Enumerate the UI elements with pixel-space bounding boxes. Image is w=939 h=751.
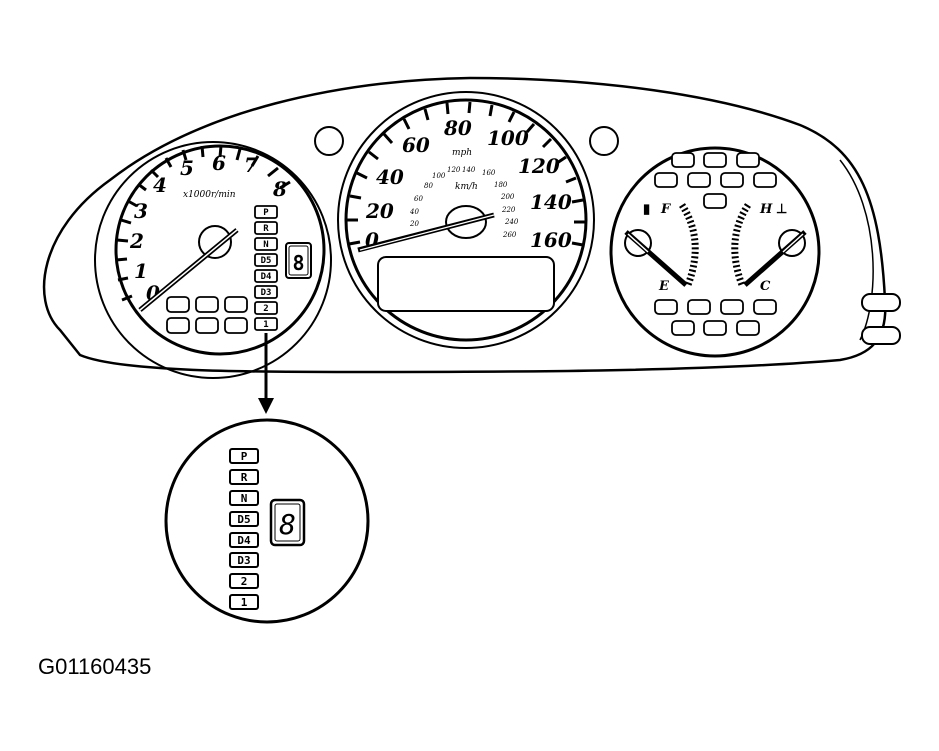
svg-text:60: 60	[414, 195, 423, 203]
svg-text:40: 40	[409, 208, 419, 216]
trip-button-top	[861, 293, 901, 312]
mph-numeral-80: 80	[443, 116, 472, 140]
svg-text:260: 260	[502, 231, 517, 239]
gear-d4: D4	[261, 272, 272, 282]
svg-text:120: 120	[447, 166, 461, 174]
gear-digit-display: 8	[292, 251, 304, 275]
fuel-temp-warning-lamps	[654, 152, 777, 336]
svg-text:80: 80	[424, 182, 433, 190]
svg-text:180: 180	[494, 181, 508, 189]
tach-numeral-8: 8	[272, 177, 287, 201]
kmh-scale: 20 40 60 80 100 120 140 160 180 200 220 …	[409, 166, 519, 239]
detail-gear-1: 1	[241, 596, 248, 609]
coolant-temp-icon: ⊥	[776, 201, 787, 216]
svg-text:20: 20	[409, 220, 419, 228]
temp-cold-label: C	[760, 279, 771, 294]
cluster-housing	[42, 76, 887, 374]
fuel-full-label: F	[660, 202, 671, 217]
mph-numeral-20: 20	[365, 199, 394, 223]
fuel-temp-gauges: ▮ F E H ⊥ C	[609, 146, 821, 358]
detail-gear-d4: D4	[237, 534, 251, 547]
tach-numeral-6: 6	[212, 151, 226, 175]
gear-indicator: P R N D5 D4 D3 2 1 8	[254, 205, 312, 331]
svg-text:220: 220	[501, 206, 516, 214]
gear-d5: D5	[261, 256, 272, 266]
kmh-label: km/h	[455, 182, 478, 192]
svg-text:100: 100	[432, 172, 446, 180]
mph-label: mph	[452, 148, 472, 158]
odometer-display	[377, 256, 555, 312]
detail-gear-p: P	[241, 450, 248, 463]
gear-d3: D3	[261, 288, 272, 298]
mph-numeral-40: 40	[376, 165, 404, 189]
right-knob	[589, 126, 619, 156]
tach-numeral-3: 3	[134, 199, 148, 223]
temp-hot-label: H	[759, 202, 773, 217]
fuel-pump-icon: ▮	[643, 201, 650, 216]
tach-numeral-1: 1	[134, 259, 148, 283]
mph-numeral-120: 120	[518, 154, 560, 178]
tach-numeral-7: 7	[244, 153, 258, 177]
gear-n: N	[263, 240, 268, 250]
detail-gear-r: R	[241, 471, 248, 484]
svg-text:140: 140	[462, 166, 476, 174]
detail-gear-2: 2	[241, 575, 248, 588]
mph-numeral-60: 60	[402, 133, 430, 157]
svg-text:160: 160	[482, 169, 496, 177]
fuel-empty-label: E	[658, 279, 670, 294]
mph-numeral-100: 100	[487, 126, 529, 150]
gear-r: R	[263, 224, 269, 234]
detail-gear-n: N	[241, 492, 248, 505]
gear-p: P	[263, 208, 269, 218]
detail-digit-display: 8	[279, 508, 296, 541]
mph-numeral-140: 140	[530, 190, 572, 214]
speedometer: 0 20 40 60 80 100 120 140 160 mph km/h 2…	[337, 91, 595, 349]
left-knob	[314, 126, 344, 156]
gear-indicator-detail-view: P R N D5 D4 D3 2 1 8	[164, 418, 370, 624]
detail-gear-d3: D3	[237, 554, 250, 567]
tach-numeral-4: 4	[153, 173, 167, 197]
figure-caption-id: G01160435	[38, 654, 152, 679]
detail-gear-d5: D5	[237, 513, 250, 526]
gear-1: 1	[263, 320, 268, 330]
tach-numeral-2: 2	[129, 229, 144, 253]
tach-warning-lamps	[166, 296, 248, 334]
callout-arrow-head	[258, 398, 274, 414]
tachometer: 0 1 2 3 4 5 6 7 8 x1000r/min	[94, 141, 332, 414]
tach-numeral-5: 5	[180, 156, 194, 180]
housing-inner-arc	[839, 159, 874, 341]
svg-text:200: 200	[500, 193, 515, 201]
trip-button-bottom	[861, 326, 901, 345]
gear-2: 2	[263, 304, 268, 314]
mph-numeral-160: 160	[530, 228, 572, 252]
tach-unit-label: x1000r/min	[183, 190, 236, 200]
svg-text:240: 240	[504, 218, 519, 226]
